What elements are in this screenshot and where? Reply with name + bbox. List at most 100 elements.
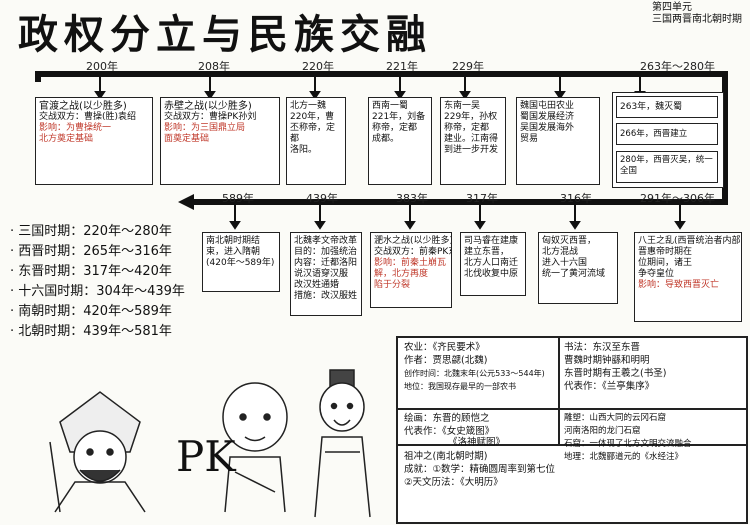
agriculture-section: 农业：《齐民要术》 作者：贾思勰(北魏) 创作时间：北魏末年(公元533～544… [404,341,556,393]
year-label: 589年 [222,192,254,205]
panel-line: 雕塑：山西大同的云冈石窟 [564,413,667,423]
box-line: 交战双方：前秦PK东晋 [374,247,451,257]
box-line: 北魏孝文帝改革 [294,236,358,246]
year-label: 200年 [86,60,118,73]
box-line: 魏国屯田农业 [520,101,575,111]
box-line: 北方一魏 [290,101,327,111]
divider [398,408,558,410]
box-line: 洛阳。 [290,145,318,155]
panel-line: 绘画：东晋的顾恺之 [404,413,490,424]
cartoon-figures [49,369,371,518]
box-line: 改汉姓通婚 [294,280,340,290]
year-label: 316年 [560,192,592,205]
event-box-xiaowen-reform: 北魏孝文帝改革 目的：加强统治 内容：迁都洛阳 说汉语穿汉服 改汉姓通婚 措施：… [290,232,362,316]
box-line: 221年，刘备 [372,112,426,122]
box-line: 贸易 [520,134,539,144]
event-box-jin-unify: 263年，魏灭蜀 266年，西晋建立 280年，西晋灭吴，统一全国 [612,92,724,188]
painting-section-extra: 《洛神赋图》 [448,436,558,449]
event-box-economy: 魏国屯田农业 蜀国发展经济 吴国发展海外 贸易 [516,97,600,185]
box-line: 统一了黄河流域 [542,269,606,279]
box-line: 影响：为三国鼎立局 [164,123,246,133]
box-line: 影响：导致西晋灭亡 [638,280,720,290]
legend-item: · 西晋时期：265年～316年 [10,244,172,259]
event-box-wu: 东南一吴 229年，孙权 称帝，定都 建业。江南得 到进一步开发 [440,97,506,185]
event-box-sui: 南北朝时期结束，进入隋朝 (420年～589年) [202,232,280,292]
box-line: 南北朝时期结束，进入隋朝 [206,236,261,257]
year-label: 317年 [466,192,498,205]
year-label: 208年 [198,60,230,73]
box-line: 影响：为曹操统一 [39,123,112,133]
unit-label-line1: 第四单元 [652,2,692,13]
panel-line: 石窟：一体现了北方文明交流融合 [564,439,692,449]
box-line: 交战双方：曹操PK孙刘 [164,112,257,122]
panel-line: 东晋时期有王羲之(书圣) [564,368,667,379]
calligraphy-section: 书法：东汉至东晋 曹魏时期钟繇和明明 东晋时期有王羲之(书圣) 代表作：《兰亭集… [564,341,744,393]
event-box-wei: 北方一魏 220年，曹丕称帝，定都 洛阳。 [286,97,346,185]
pk-text: PK [176,432,236,481]
grotto-section: 雕塑：山西大同的云冈石窟 河南洛阳的龙门石窟 石窟：一体现了北方文明交流融合 地… [564,412,746,464]
box-line: 229年，孙权 [444,112,498,122]
box-line: 司马睿在建康 [464,236,519,246]
year-label: 220年 [302,60,334,73]
box-line: 263年，魏灭蜀 [620,102,683,112]
box-line: 220年，曹丕称帝，定都 [290,112,336,144]
box-line: 内容：迁都洛阳 [294,258,358,268]
panel-line: 成就：①数学：精确圆周率到第七位 [404,464,556,475]
box-line: 面奠定基础 [164,134,210,144]
panel-line: ②天文历法：《大明历》 [404,477,503,488]
panel-line: 作者：贾思勰(北魏) [404,355,488,366]
scholar-figure [314,369,371,518]
painting-section: 绘画：东晋的顾恺之 代表作：《女史箴图》 [404,412,556,438]
panel-line: 河南洛阳的龙门石窟 [564,426,641,436]
box-line: 称帝，定都 [372,123,418,133]
box-line: 西南一蜀 [372,101,409,111]
event-box-eight-princes: 八王之乱(西晋统治者内部) 晋惠帝时期在 位期间，诸王 争夺皇位 影响：导致西晋… [634,232,742,322]
year-label: 229年 [452,60,484,73]
box-line: 陷于分裂 [374,280,411,290]
event-box-shu: 西南一蜀 221年，刘备 称帝，定都 成都。 [368,97,432,185]
year-label: 383年 [396,192,428,205]
box-line: 北伐收复中原 [464,269,519,279]
box-line: (420年～589年) [206,258,275,268]
sub-box: 263年，魏灭蜀 [616,96,718,118]
year-label: 263年～280年 [640,60,715,73]
page-title: 政权分立与民族交融 [18,11,432,58]
panel-line: 书法：东汉至东晋 [564,342,641,353]
culture-panel: 农业：《齐民要术》 作者：贾思勰(北魏) 创作时间：北魏末年(公元533～544… [396,336,748,524]
box-line: 措施：改汉服姓 [294,291,358,301]
timeline-path [35,71,728,205]
legend-item: · 北朝时期：439年～581年 [10,324,172,339]
legend-item: · 南朝时期：420年～589年 [10,304,172,319]
box-line: 淝水之战(以少胜多) [374,236,452,246]
box-line: 280年，西晋灭吴，统一全国 [620,155,713,176]
box-line: 目的：加强统治 [294,247,358,257]
event-box-sixteen-kingdoms: 匈奴灭西晋， 北方混战 进入十六国 统一了黄河流域 [538,232,618,304]
sub-box: 280年，西晋灭吴，统一全国 [616,151,718,183]
box-line: 晋惠帝时期在 [638,247,693,257]
legend-item: · 十六国时期：304年～439年 [10,284,185,299]
box-line: 说汉语穿汉服 [294,269,349,279]
year-label: 291年～306年 [640,192,715,205]
box-line: 北方混战 [542,247,579,257]
legend-item: · 东晋时期：317年～420年 [10,264,172,279]
panel-line: 《洛神赋图》 [448,437,506,448]
divider [558,408,748,410]
box-line: 赤壁之战(以少胜多) [164,101,252,112]
box-line: 到进一步开发 [444,145,499,155]
box-line: 东南一吴 [444,101,481,111]
unit-label-line2: 三国两晋南北朝时期 [652,14,742,25]
box-line: 266年，西晋建立 [620,129,688,139]
box-line: 蜀国发展经济 [520,112,575,122]
box-line: 匈奴灭西晋， [542,236,597,246]
box-line: 北方人口南迁 [464,258,519,268]
box-line: 北方奠定基础 [39,134,94,144]
event-box-guandu: 官渡之战(以少胜多) 交战双方：曹操(胜)袁绍 影响：为曹操统一 北方奠定基础 [35,97,153,185]
box-line: 成都。 [372,134,400,144]
bald-scholar-figure [222,382,288,513]
divider [398,444,748,446]
panel-line: 地理：北魏郦道元的《水经注》 [564,452,684,462]
sub-box: 266年，西晋建立 [616,123,718,145]
box-line: 进入十六国 [542,258,588,268]
box-line: 吴国发展海外 [520,123,575,133]
